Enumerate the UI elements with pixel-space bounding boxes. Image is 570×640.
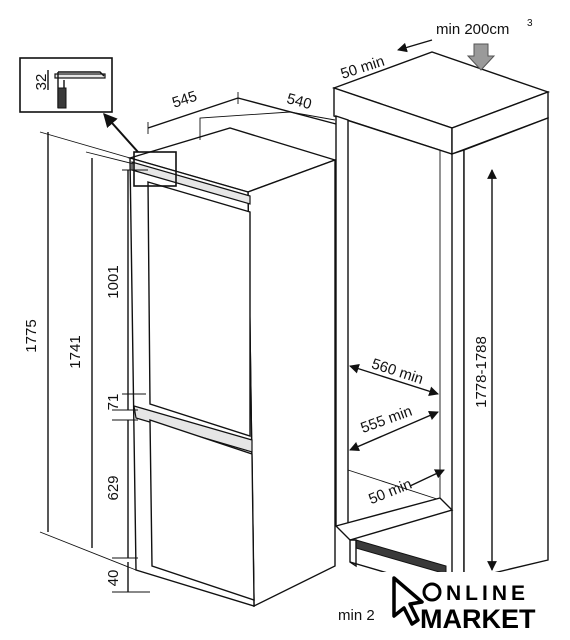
dim-545-line	[147, 97, 239, 129]
dim-1001-label: 1001	[105, 265, 122, 298]
online-market-logo: NLINE MARKET	[376, 572, 556, 640]
niche-right-panel-front	[451, 149, 465, 585]
upper-door	[147, 181, 251, 437]
dim-40-label: 40	[105, 570, 122, 587]
top-dimensions: 545 540	[147, 88, 337, 134]
detail-pointer-arrow	[103, 112, 139, 153]
dim-50min-bottom-label: 50 min	[366, 476, 414, 509]
dim-540-label: 540	[285, 90, 314, 113]
logo-line2: MARKET	[420, 604, 536, 634]
min-2-label: min 2	[338, 607, 375, 624]
niche-plinth	[355, 539, 447, 575]
dim-1778-label: 1778-1788	[473, 336, 490, 408]
detail-inset: 32	[19, 57, 113, 113]
niche-height-dimension: 1778-1788	[473, 169, 497, 571]
dim-545-label: 545	[170, 88, 199, 112]
cursor-icon	[392, 576, 424, 626]
logo-line1: NLINE	[446, 582, 529, 605]
logo-o-icon	[422, 582, 442, 602]
niche-right-panel-side	[463, 116, 549, 581]
niche-left-panel	[335, 115, 349, 534]
dim-629-label: 629	[105, 475, 122, 500]
fridge-side-face	[247, 158, 336, 608]
lower-door	[149, 419, 255, 601]
niche-floor	[334, 497, 454, 541]
dim-50min-top-line	[397, 39, 433, 53]
dim-32-label: 32	[33, 74, 50, 91]
middle-gap-strip	[133, 405, 253, 453]
min-200-superscript: 3	[527, 18, 533, 29]
niche-drawing	[331, 51, 551, 591]
inset-plate	[54, 73, 106, 79]
detail-marker-box	[133, 151, 177, 187]
min-200-label: min 200cm	[436, 21, 509, 38]
dim-1741-label: 1741	[67, 335, 84, 368]
dim-555-line	[349, 410, 439, 452]
left-dimensions: 1775 1741 1001 71 629 40	[23, 131, 150, 593]
inset-block	[57, 87, 67, 109]
dim-555-label: 555 min	[358, 403, 414, 437]
top-hinge-strip	[131, 161, 251, 205]
niche-width-dimensions: 560 min 555 min 50 min	[349, 355, 445, 509]
dim-560-line	[349, 364, 439, 396]
dim-560-label: 560 min	[369, 355, 425, 388]
fridge-drawing	[103, 111, 338, 608]
dim-540-line	[237, 97, 337, 125]
dim-71-label: 71	[105, 394, 122, 411]
dim-1775-label: 1775	[23, 319, 40, 352]
airflow-arrow-icon	[466, 43, 496, 71]
top-outline	[199, 111, 336, 140]
dim-50min-bottom-line	[409, 469, 445, 487]
